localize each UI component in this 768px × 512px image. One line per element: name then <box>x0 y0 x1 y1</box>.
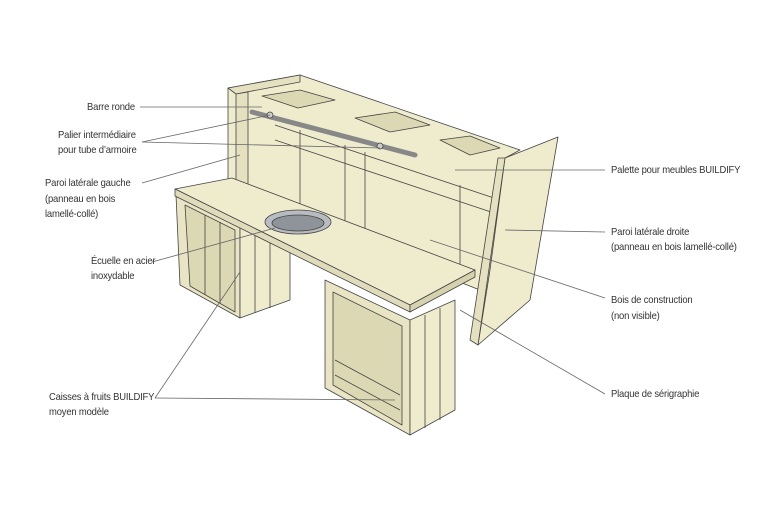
label-barre-ronde: Barre ronde <box>87 101 135 113</box>
label-palette: Palette pour meubles BUILDIFY <box>611 164 741 176</box>
label-plaque: Plaque de sérigraphie <box>611 388 700 400</box>
label-paroi-gauche-line2: (panneau en bois <box>45 193 116 205</box>
label-paroi-droite-line2: (panneau en bois lamellé-collé) <box>611 241 737 253</box>
label-paroi-gauche-line3: lamellé-collé) <box>45 208 99 220</box>
label-caisses-line1: Caisses à fruits BUILDIFY <box>49 391 155 403</box>
label-bois-line2: (non visible) <box>611 310 660 322</box>
label-ecuelle-line1: Écuelle en acier <box>91 255 156 267</box>
right-side-panel <box>477 136 559 346</box>
label-bois-line1: Bois de construction <box>611 294 693 306</box>
label-paroi-droite-line1: Paroi latérale droite <box>611 226 690 238</box>
label-ecuelle-line2: inoxydable <box>91 270 135 282</box>
label-caisses-line2: moyen modèle <box>49 406 109 418</box>
label-palier-line1: Palier intermédiaire <box>58 129 136 141</box>
round-bar <box>249 109 418 158</box>
label-paroi-gauche-line1: Paroi latérale gauche <box>45 177 131 189</box>
back-pallet-top <box>227 74 301 95</box>
label-palier-line2: pour tube d’armoire <box>58 144 137 156</box>
leader-lines <box>140 106 606 401</box>
